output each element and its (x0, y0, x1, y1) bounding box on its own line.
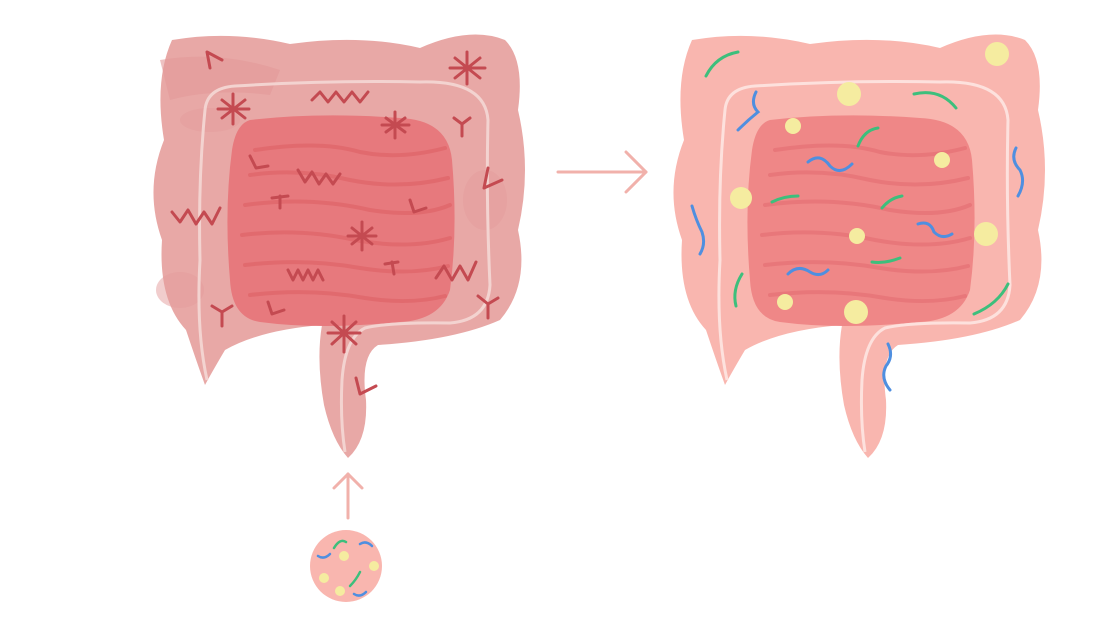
sample-bacteria-blue (352, 590, 368, 597)
intestine-folds (760, 143, 972, 304)
sample-dot (319, 573, 329, 583)
bacteria (690, 204, 706, 256)
transition-arrow (556, 150, 648, 194)
microbe-zigzag (434, 260, 478, 282)
bacteria (1012, 146, 1025, 198)
bacteria (733, 272, 744, 308)
harmful-microbes (170, 50, 504, 396)
colon-blotch (156, 272, 204, 308)
sample-bacteria-blue (358, 541, 374, 548)
colon-blotch (463, 170, 507, 230)
microbe-t (270, 194, 290, 210)
microbe-star (346, 220, 378, 252)
healthy-dot (974, 222, 998, 246)
microbe-zigzag (296, 168, 342, 186)
healthy-dot (730, 187, 752, 209)
microbe-star (216, 92, 251, 126)
sample-dot (339, 551, 349, 561)
healthy-bacteria-green (704, 50, 1010, 316)
microbe-glyph (408, 198, 428, 214)
healthy-dot (785, 118, 801, 134)
healthy-dots (730, 42, 1009, 324)
microbe-glyph (248, 154, 270, 170)
bacteria (856, 126, 880, 148)
microbe-zigzag (170, 206, 222, 226)
sample-circle (310, 530, 382, 602)
bacteria (736, 90, 761, 132)
microbe-y (452, 116, 472, 138)
microbe-glyph (354, 376, 378, 396)
sample-bacteria-green (332, 539, 348, 550)
sample-dot (335, 586, 345, 596)
bacteria (786, 267, 830, 277)
transplant-arrow (332, 472, 364, 520)
microbe-glyph (482, 166, 504, 190)
microbe-star (448, 50, 487, 86)
healthy-dot (934, 152, 950, 168)
sample-dot (369, 561, 379, 571)
bacteria (972, 282, 1010, 316)
healthy-dot (837, 82, 861, 106)
sample-bacteria-green (348, 570, 362, 588)
healthy-dot (777, 294, 793, 310)
healthy-gut-panel (673, 34, 1045, 459)
bacteria (806, 156, 854, 172)
microbe-t (383, 260, 400, 276)
healthy-dot (844, 300, 868, 324)
bacteria (912, 91, 958, 110)
bacteria (880, 194, 904, 210)
microbe-zigzag (310, 90, 370, 104)
microbe-glyph (266, 300, 286, 316)
sample-bacteria-blue (316, 552, 332, 559)
healthy-bacteria-blue (690, 90, 1025, 392)
bacteria (770, 194, 800, 204)
bacteria (704, 50, 740, 78)
unhealthy-gut-panel (153, 34, 525, 459)
bacteria (916, 221, 954, 239)
bacteria (882, 342, 893, 392)
microbe-glyph (205, 50, 224, 70)
microbe-zigzag (286, 268, 325, 282)
healthy-dot (985, 42, 1009, 66)
microbe-star (380, 110, 411, 140)
microbe-star (326, 314, 362, 354)
bacteria (870, 256, 902, 264)
microbe-y (476, 294, 500, 320)
microbiome-sample (310, 530, 382, 602)
healthy-dot (849, 228, 865, 244)
microbe-y (210, 304, 234, 328)
